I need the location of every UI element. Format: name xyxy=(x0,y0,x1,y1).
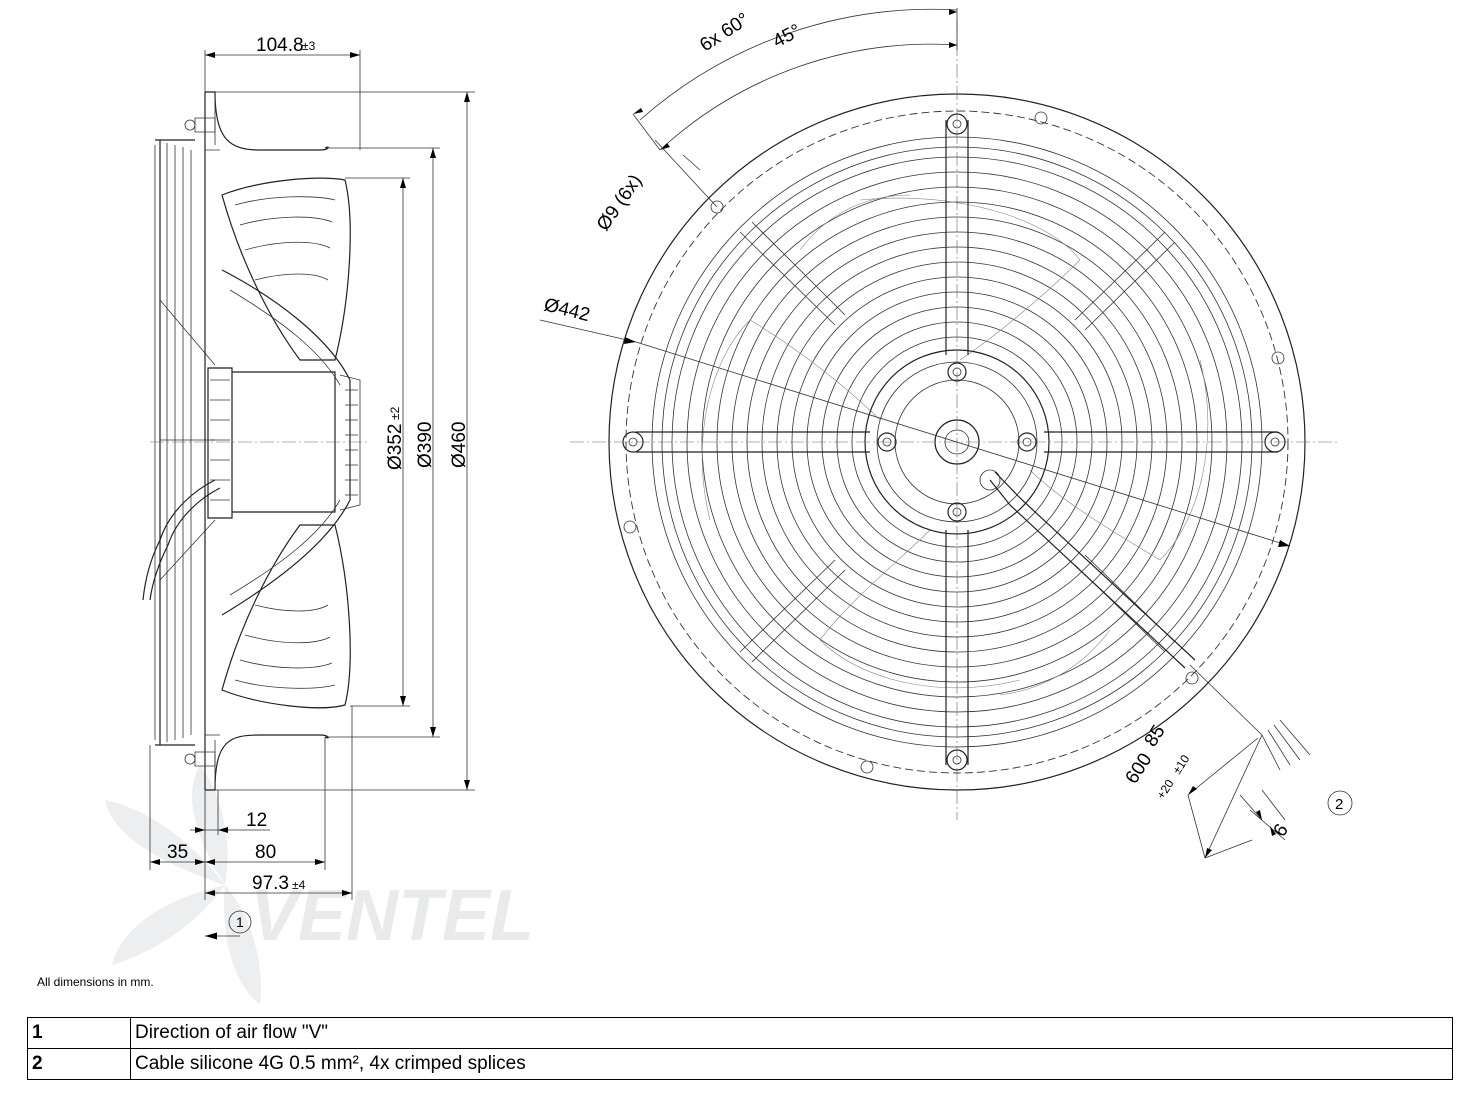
dim-80: 80 xyxy=(255,842,276,863)
front-view-mounting-holes xyxy=(623,111,1285,774)
side-view-dimensions: 104.8 ±3 Ø352 ±2 Ø390 Ø460 12 35 80 97.3… xyxy=(149,35,475,940)
dim-45: 45° xyxy=(769,20,804,52)
dim-97-3-tol: ±4 xyxy=(292,878,306,892)
legend-number: 2 xyxy=(27,1048,131,1080)
dim-460: Ø460 xyxy=(449,422,470,468)
dim-600-tol: +20 xyxy=(1154,777,1177,802)
legend-text: Direction of air flow "V" xyxy=(130,1017,1453,1049)
front-view xyxy=(570,20,1340,820)
technical-drawing: VENTEL xyxy=(105,8,1353,1005)
side-view-guard xyxy=(154,139,216,746)
dim-352: Ø352 xyxy=(385,424,406,470)
dim-104-8-tol: ±3 xyxy=(302,39,316,53)
marker-1-circle xyxy=(228,910,252,934)
side-view xyxy=(142,91,370,791)
dim-9: Ø9 (6x) xyxy=(593,171,647,235)
dim-35: 35 xyxy=(167,842,188,863)
dim-85: 85 xyxy=(1141,722,1170,751)
side-view-blades xyxy=(221,177,351,709)
legend-table: 1 Direction of air flow "V" 2 Cable sili… xyxy=(27,1017,1453,1080)
dim-390: Ø390 xyxy=(415,422,436,468)
dim-97-3: 97.3 xyxy=(252,873,289,894)
legend-number: 1 xyxy=(27,1017,131,1049)
watermark-text: VENTEL xyxy=(250,876,534,956)
legend-row: 1 Direction of air flow "V" xyxy=(27,1017,1453,1049)
legend-text: Cable silicone 4G 0.5 mm², 4x crimped sp… xyxy=(130,1048,1453,1080)
dim-6: 6 xyxy=(1270,820,1293,840)
front-view-cable xyxy=(989,471,1311,771)
marker-2-circle xyxy=(1327,790,1353,816)
dim-12: 12 xyxy=(246,810,267,831)
dim-85-tol: ±10 xyxy=(1170,752,1193,777)
dim-442: Ø442 xyxy=(542,294,592,326)
dimensions-note: All dimensions in mm. xyxy=(37,975,154,989)
side-view-cable xyxy=(142,479,221,601)
marker-1: 1 xyxy=(236,914,244,930)
marker-2: 2 xyxy=(1335,796,1343,813)
dim-104-8: 104.8 xyxy=(256,35,304,56)
dim-6x60: 6x 60° xyxy=(696,9,753,56)
legend-row: 2 Cable silicone 4G 0.5 mm², 4x crimped … xyxy=(27,1048,1453,1080)
watermark-logo: VENTEL xyxy=(105,765,534,1005)
dim-352-tol: ±2 xyxy=(388,406,402,420)
side-view-motor xyxy=(207,367,361,519)
dim-600: 600 xyxy=(1122,750,1157,788)
watermark-fan-icon xyxy=(105,765,261,1005)
side-view-housing xyxy=(184,91,329,791)
